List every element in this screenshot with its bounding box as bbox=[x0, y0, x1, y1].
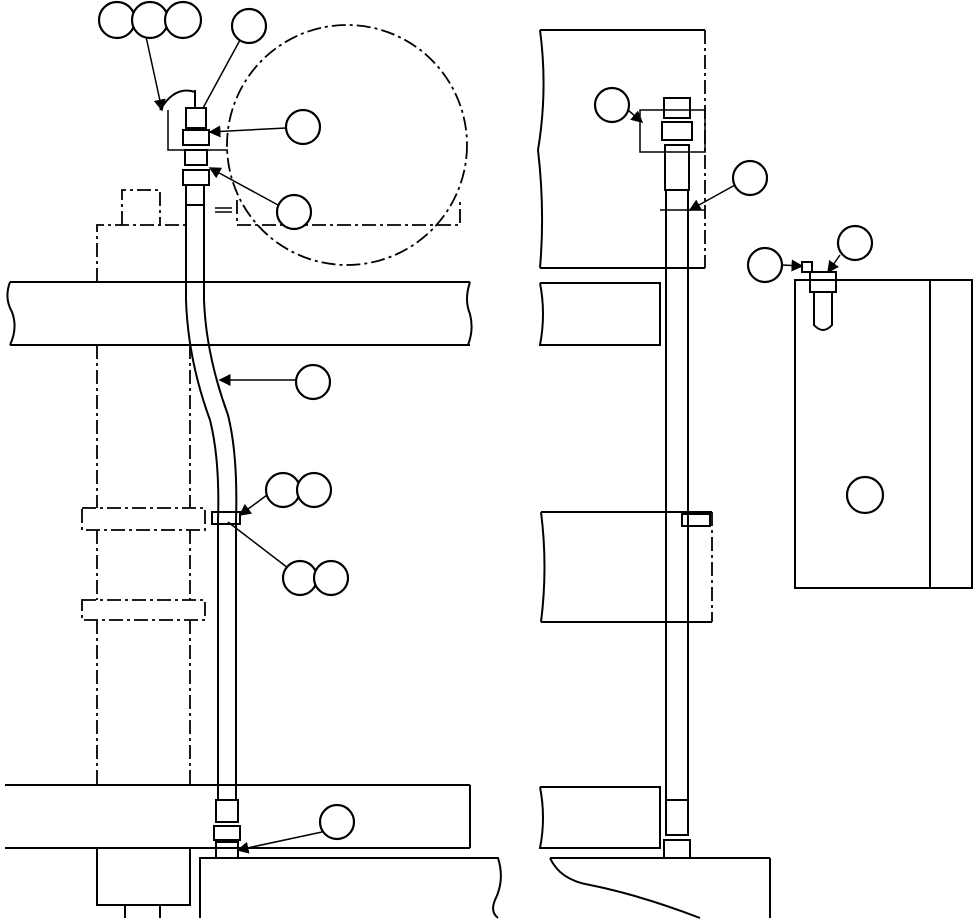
hose-fitting-top bbox=[159, 89, 210, 206]
callouts-right bbox=[593, 86, 885, 515]
right-view bbox=[536, 29, 973, 919]
callout bbox=[130, 0, 170, 40]
callout bbox=[284, 108, 322, 146]
frame-column bbox=[96, 224, 191, 785]
callout bbox=[97, 0, 137, 40]
wheel-outline bbox=[226, 24, 468, 266]
reservoir-fitting bbox=[801, 261, 837, 331]
callout bbox=[294, 363, 332, 401]
upper-block-right bbox=[536, 29, 705, 269]
left-view bbox=[5, 0, 502, 919]
callout bbox=[836, 224, 874, 262]
beam-right-upper bbox=[538, 282, 661, 346]
fitting-right-bottom bbox=[663, 799, 691, 859]
callout bbox=[230, 7, 268, 45]
upper-block bbox=[236, 200, 461, 226]
callout bbox=[593, 86, 631, 124]
bracket-upper bbox=[81, 507, 206, 531]
callout bbox=[163, 0, 203, 40]
callout bbox=[731, 159, 769, 197]
leader-lines bbox=[144, 31, 323, 854]
bolt bbox=[215, 207, 232, 213]
upper-beam bbox=[6, 281, 473, 346]
clamp-line bbox=[167, 110, 228, 151]
callouts bbox=[97, 0, 356, 841]
hose-clamp-right bbox=[681, 513, 711, 527]
mount-box bbox=[639, 109, 706, 153]
hose bbox=[185, 205, 238, 800]
callout bbox=[845, 475, 885, 515]
lower-column bbox=[96, 848, 191, 918]
callout bbox=[746, 246, 784, 284]
callout bbox=[318, 803, 356, 841]
hose-clamp bbox=[211, 511, 241, 525]
fitting-right-top bbox=[661, 97, 693, 191]
bracket-lower bbox=[81, 599, 206, 621]
reservoir bbox=[794, 279, 973, 589]
top-box bbox=[121, 189, 161, 225]
hose-right bbox=[665, 190, 689, 800]
callout bbox=[312, 559, 350, 597]
beam-right-lower bbox=[538, 786, 661, 849]
base-plate bbox=[199, 857, 502, 919]
leader-lines-right bbox=[627, 109, 841, 274]
hose-fitting-bottom bbox=[213, 799, 241, 859]
base-plate-right bbox=[549, 857, 771, 919]
callout bbox=[281, 559, 319, 597]
callout bbox=[264, 471, 302, 509]
callout bbox=[295, 471, 333, 509]
callout bbox=[275, 193, 313, 231]
bracket-right bbox=[540, 511, 712, 623]
